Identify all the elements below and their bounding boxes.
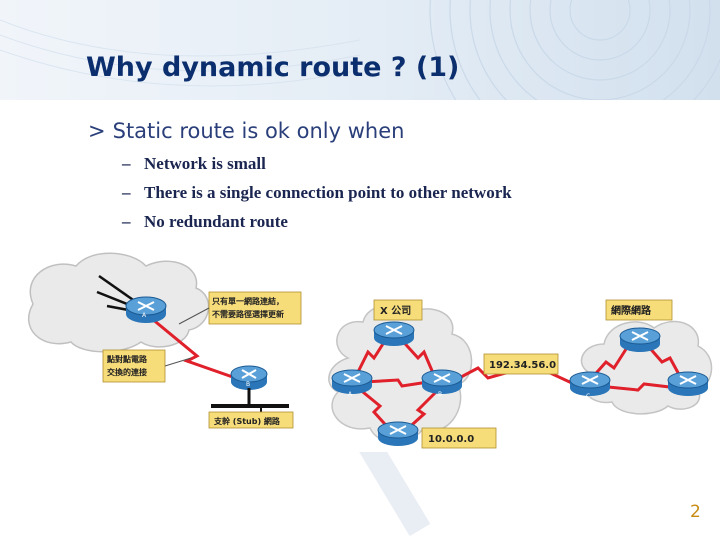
subbullet-text: No redundant route — [144, 212, 288, 231]
router-internet-top-icon — [619, 327, 661, 352]
bullet-marker: > — [88, 119, 106, 143]
ip-private-label: 10.0.0.0 — [428, 434, 474, 445]
callout-p2p-line2: 交換的連接 — [107, 367, 147, 377]
stub-network-diagram: A B 只有單一網路連結， 不需要路徑選擇更新 點對點電路 交換的連接 支幹 (… — [11, 246, 305, 432]
dash-marker: – — [122, 154, 131, 173]
router-bottom-icon — [377, 421, 419, 446]
slide-title: Why dynamic route ? (1) — [86, 52, 460, 83]
router-b-icon — [230, 365, 268, 390]
router-b-icon — [421, 369, 463, 394]
router-c-label: C — [586, 393, 590, 400]
serial-link-line — [150, 316, 248, 384]
router-top-icon — [373, 321, 415, 346]
dash-marker: – — [122, 212, 131, 231]
subbullet-no-redundant: –No redundant route — [122, 212, 288, 232]
router-a-icon — [331, 369, 373, 394]
page-number: 2 — [690, 502, 701, 522]
subbullet-network-small: –Network is small — [122, 154, 266, 174]
router-b-label: B — [246, 381, 250, 388]
subbullet-text: Network is small — [144, 154, 266, 173]
router-c-icon — [569, 371, 611, 396]
router-b-label: B — [438, 391, 442, 398]
router-a-label: A — [142, 312, 147, 319]
callout-p2p-line1: 點對點電路 — [107, 354, 148, 364]
router-internet-right-icon — [667, 371, 709, 396]
router-a-label: A — [348, 391, 353, 398]
subbullet-text: There is a single connection point to ot… — [144, 183, 512, 202]
internet-label: 網際網路 — [611, 304, 652, 317]
company-internet-diagram: A B C X 公司 網際網路 192.34.56.0 10.0.0.0 — [318, 288, 716, 452]
callout-single-link-line1: 只有單一網路連結， — [212, 296, 284, 306]
ip-public-label: 192.34.56.0 — [489, 360, 556, 371]
dash-marker: – — [122, 183, 131, 202]
subbullet-single-connection: –There is a single connection point to o… — [122, 183, 512, 203]
cloud-icon — [27, 252, 210, 353]
router-a-icon — [125, 296, 167, 323]
bullet-static-route: >Static route is ok only when — [88, 119, 404, 143]
callout-single-link-line2: 不需要路徑選擇更新 — [212, 309, 284, 319]
company-label: X 公司 — [380, 305, 411, 317]
callout-stub: 支幹 (Stub) 網路 — [213, 416, 281, 426]
bullet-text: Static route is ok only when — [112, 119, 405, 143]
